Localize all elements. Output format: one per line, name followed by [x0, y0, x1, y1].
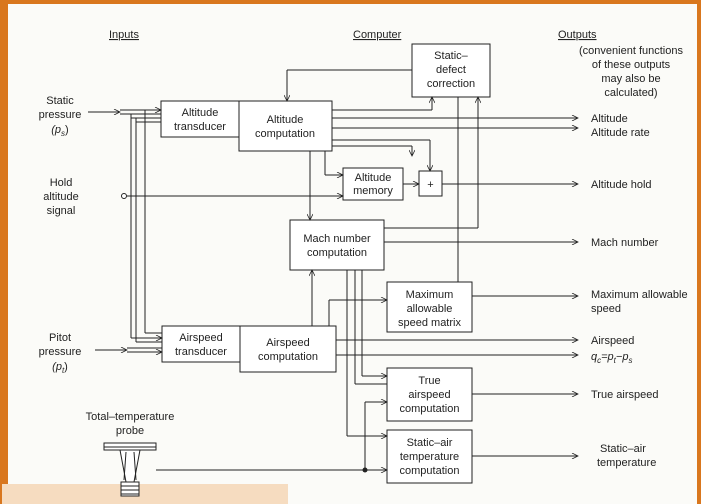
output-true-airspeed: True airspeed: [591, 389, 658, 401]
static-defect-correction-block: Static– defect correction: [411, 43, 491, 98]
svg-text:(convenient functions: (convenient functions: [579, 45, 683, 57]
svg-text:Altitude: Altitude: [267, 114, 304, 126]
tape-strip: [2, 484, 288, 504]
output-static-air-temperature-2: temperature: [597, 457, 656, 469]
static-air-temperature-computation-block: Static–air temperature computation: [386, 429, 473, 484]
svg-text:computation: computation: [255, 128, 315, 140]
true-airspeed-computation-block: True airspeed computation: [386, 367, 473, 422]
max-allowable-speed-matrix-block: Maximum allowable speed matrix: [386, 281, 473, 333]
header-outputs: Outputs: [558, 29, 597, 41]
svg-text:+: +: [427, 179, 433, 191]
hold-altitude-label: Hold altitude signal: [43, 177, 78, 217]
output-labels: Altitude Altitude rate Altitude hold Mac…: [591, 113, 688, 469]
svg-text:speed matrix: speed matrix: [398, 317, 461, 329]
output-altitude: Altitude: [591, 113, 628, 125]
altitude-computation-block: Altitude computation: [238, 100, 333, 152]
svg-text:Mach number: Mach number: [303, 233, 371, 245]
svg-text:Altitude: Altitude: [182, 107, 219, 119]
svg-text:pressure: pressure: [39, 109, 82, 121]
connection-lines: [88, 69, 578, 473]
svg-text:Pitot: Pitot: [49, 332, 71, 344]
svg-text:True: True: [418, 375, 440, 387]
output-static-air-temperature: Static–air: [600, 443, 646, 455]
output-max-allowable-speed: Maximum allowable: [591, 289, 688, 301]
header-inputs: Inputs: [109, 29, 139, 41]
svg-text:Hold: Hold: [50, 177, 73, 189]
summer-block: +: [418, 170, 443, 197]
mach-number-computation-block: Mach number computation: [289, 219, 385, 271]
total-temperature-probe-label: Total–temperature probe: [86, 411, 175, 437]
pitot-pressure-label: Pitot pressure (pt): [39, 332, 82, 375]
airspeed-computation-block: Airspeed computation: [239, 325, 337, 373]
svg-text:allowable: allowable: [407, 303, 453, 315]
svg-text:Static: Static: [46, 95, 74, 107]
svg-text:computation: computation: [400, 403, 460, 415]
output-qc: qc=pt−ps: [591, 351, 632, 365]
svg-text:correction: correction: [427, 78, 475, 90]
output-airspeed: Airspeed: [591, 335, 634, 347]
svg-text:temperature: temperature: [400, 451, 459, 463]
svg-text:of these outputs: of these outputs: [592, 59, 671, 71]
outputs-note: (convenient functions of these outputs m…: [579, 45, 683, 99]
svg-text:defect: defect: [436, 64, 466, 76]
output-altitude-hold: Altitude hold: [591, 179, 652, 191]
svg-text:signal: signal: [47, 205, 76, 217]
svg-text:transducer: transducer: [174, 121, 226, 133]
svg-text:calculated): calculated): [604, 87, 657, 99]
svg-text:Static–: Static–: [434, 50, 469, 62]
svg-text:pressure: pressure: [39, 346, 82, 358]
svg-text:Airspeed: Airspeed: [266, 337, 309, 349]
output-max-allowable-speed-2: speed: [591, 303, 621, 315]
svg-text:Maximum: Maximum: [406, 289, 454, 301]
temperature-probe-icon: [103, 442, 157, 497]
svg-text:probe: probe: [116, 425, 144, 437]
output-mach-number: Mach number: [591, 237, 659, 249]
svg-text:airspeed: airspeed: [408, 389, 450, 401]
altitude-transducer-block: Altitude transducer: [160, 100, 240, 138]
output-altitude-rate: Altitude rate: [591, 127, 650, 139]
svg-text:may also be: may also be: [601, 73, 660, 85]
svg-text:Airspeed: Airspeed: [179, 332, 222, 344]
svg-text:computation: computation: [307, 247, 367, 259]
svg-text:transducer: transducer: [175, 346, 227, 358]
svg-text:computation: computation: [258, 351, 318, 363]
svg-text:Total–temperature: Total–temperature: [86, 411, 175, 423]
svg-text:(pt): (pt): [52, 361, 68, 375]
svg-text:memory: memory: [353, 185, 393, 197]
svg-text:altitude: altitude: [43, 191, 78, 203]
altitude-memory-block: Altitude memory: [342, 167, 404, 201]
svg-text:Static–air: Static–air: [407, 437, 453, 449]
svg-text:Altitude: Altitude: [355, 172, 392, 184]
svg-text:computation: computation: [400, 465, 460, 477]
header-computer: Computer: [353, 29, 402, 41]
svg-text:(ps): (ps): [51, 124, 68, 138]
static-pressure-label: Static pressure (ps): [39, 95, 82, 138]
airspeed-transducer-block: Airspeed transducer: [161, 325, 241, 363]
